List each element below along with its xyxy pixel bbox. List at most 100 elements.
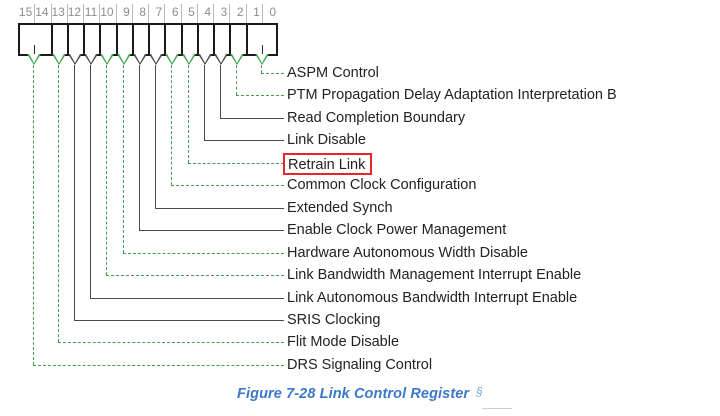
leader-horizontal [203,140,284,142]
arrowhead-inner [256,54,267,63]
leader-vertical [57,65,59,343]
bit-subdivision-tick [34,45,36,54]
leader-vertical [106,65,108,276]
bit-number-13: 13 [50,4,67,23]
arrowhead-inner [151,54,162,63]
leader-horizontal [90,297,284,299]
arrowhead-inner [232,54,243,63]
bit-number-7: 7 [148,4,164,23]
bit-number-10: 10 [99,4,115,23]
arrowhead-inner [118,54,129,63]
field-label: ASPM Control [287,65,379,81]
arrowhead-inner [183,54,194,63]
cell-separator [196,25,199,54]
bit-number-8: 8 [131,4,148,23]
cell-separator [229,25,232,54]
arrowhead-inner [167,54,178,63]
bit-number-6: 6 [164,4,180,23]
leader-arrowhead [230,54,245,65]
cell-separator [50,25,53,54]
leader-arrowhead [51,54,66,65]
field-label: Flit Mode Disable [287,334,400,351]
leader-horizontal [106,275,284,277]
cell-separator [83,25,85,54]
bit-number-9: 9 [115,4,132,23]
leader-arrowhead [165,54,180,65]
arrowhead-inner [134,54,145,63]
bit-number-0: 0 [261,4,278,23]
cell-separator [245,25,248,54]
bit-number-5: 5 [180,4,197,23]
leader-arrowhead [100,54,115,65]
field-label: Link Disable [287,132,366,149]
leader-horizontal [57,342,284,344]
field-label: DRS Signaling Control [287,356,433,373]
arrowhead-inner [102,54,113,63]
leader-vertical [236,65,238,96]
arrowhead-inner [216,54,227,63]
register-bit-box [18,23,278,56]
leader-arrowhead [149,54,164,65]
leader-vertical [90,65,92,298]
leader-vertical [220,65,222,118]
cell-separator [213,25,215,54]
figure-caption-text: Figure 7-28 Link Control Register [237,386,470,402]
leader-arrowhead [181,54,196,65]
arrowhead-inner [86,54,97,63]
leader-vertical [203,65,205,141]
leader-arrowhead [197,54,212,65]
section-symbol-icon: § [476,385,483,399]
arrowhead-inner [29,54,40,63]
leader-horizontal [155,207,284,209]
cell-separator [148,25,150,54]
leader-horizontal [260,73,284,74]
leader-horizontal [73,319,284,321]
leader-vertical [187,65,189,163]
leader-arrowhead [67,54,82,65]
bit-number-3: 3 [213,4,229,23]
field-label: Common Clock Configuration [287,177,477,194]
field-label-highlighted: Retrain Link [283,152,373,175]
cell-separator [164,25,167,54]
cell-separator [180,25,183,54]
leader-vertical [33,65,35,365]
figure-caption: Figure 7-28 Link Control Register § [0,385,720,402]
leader-horizontal [122,252,284,254]
leader-horizontal [138,230,284,232]
leader-vertical [138,65,140,231]
field-label: Link Bandwidth Management Interrupt Enab… [287,267,582,284]
field-label: Link Autonomous Bandwidth Interrupt Enab… [287,289,578,306]
leader-arrowhead [254,54,269,65]
bit-subdivision-tick [261,45,263,54]
cell-separator [115,25,118,54]
leader-horizontal [171,185,284,187]
leader-arrowhead [132,54,147,65]
leader-arrowhead [214,54,229,65]
bit-number-1: 1 [245,4,262,23]
caption-underline [482,408,512,409]
field-label: Read Completion Boundary [287,109,466,126]
bit-number-2: 2 [229,4,245,23]
leader-vertical [260,65,262,73]
arrowhead-inner [199,54,210,63]
arrowhead-inner [69,54,80,63]
leader-horizontal [220,117,284,119]
leader-vertical [73,65,75,320]
leader-arrowhead [84,54,99,65]
field-label: Extended Synch [287,199,393,216]
bit-number-12: 12 [66,4,83,23]
leader-arrowhead [116,54,131,65]
cell-separator [99,25,102,54]
leader-arrowhead [27,54,42,65]
leader-vertical [155,65,157,208]
leader-vertical [122,65,124,253]
field-label: SRIS Clocking [287,311,381,328]
leader-horizontal [33,364,284,366]
field-label: Enable Clock Power Management [287,222,507,239]
bit-number-14: 14 [34,4,50,23]
bit-number-4: 4 [196,4,213,23]
bit-number-11: 11 [83,4,99,23]
leader-horizontal [236,95,284,97]
